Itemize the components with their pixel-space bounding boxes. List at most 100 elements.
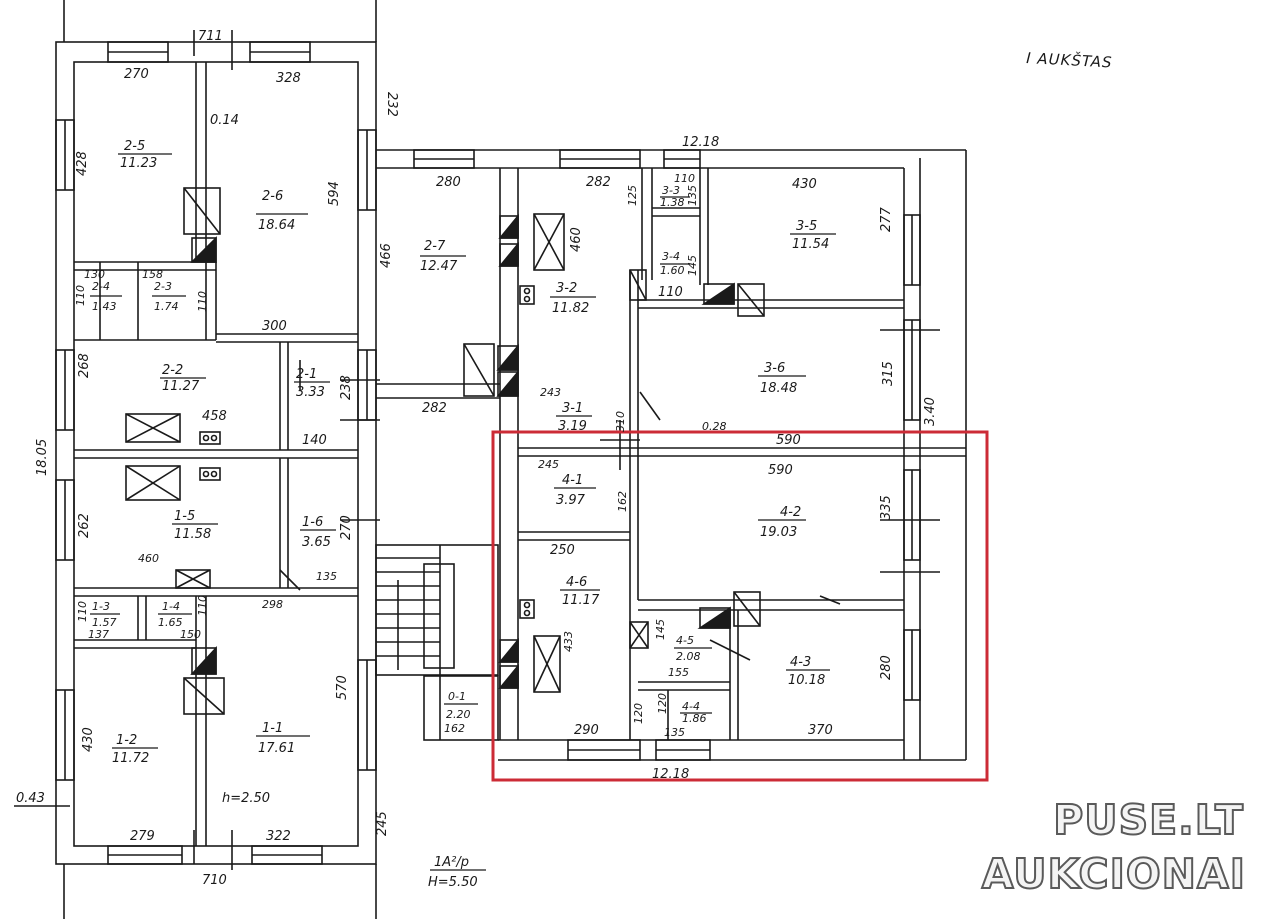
dimension: 711 [198, 29, 223, 44]
room-id: 1-6 [302, 515, 323, 530]
room-id: 1-4 [162, 600, 180, 613]
dimension: 18.05 [35, 439, 50, 476]
dimension-labels: 711 270 328 232 0.14 428 594 466 280 282… [16, 29, 938, 888]
dimension: 110 [658, 285, 683, 300]
stamp-line-1: 1A²/p [434, 855, 469, 870]
dimension: 430 [792, 177, 817, 192]
dimension: 280 [879, 655, 894, 680]
room-id: 4-1 [562, 473, 583, 488]
dimension: 135 [686, 185, 699, 206]
dimension: 145 [654, 619, 667, 640]
room-area: 11.27 [162, 379, 200, 394]
room-id: 2-7 [424, 239, 446, 254]
dimension: 162 [444, 722, 465, 735]
dimension: 430 [81, 727, 96, 752]
dimension: 135 [664, 726, 685, 739]
room-area: 10.18 [788, 673, 825, 688]
dimension: 268 [77, 353, 92, 378]
dimension: 290 [574, 723, 599, 738]
room-area: 3.97 [556, 493, 586, 508]
dimension: 238 [339, 375, 354, 400]
dimension: h=2.50 [222, 791, 270, 806]
dimension: 137 [88, 628, 109, 641]
room-id: 4-6 [566, 575, 587, 590]
room-id: 2-2 [162, 363, 183, 378]
stamp-line-2: H=5.50 [428, 875, 478, 890]
room-id: 0-1 [448, 690, 466, 703]
room-area: 1.65 [158, 616, 183, 629]
room-id: 3-5 [796, 219, 817, 234]
dimension: 428 [75, 151, 90, 176]
room-id: 3-2 [556, 281, 577, 296]
dimension: 135 [316, 570, 337, 583]
watermark-line-2: AUKCIONAI [981, 849, 1246, 899]
dimension: 0.28 [702, 420, 727, 433]
dimension: 277 [879, 206, 894, 232]
dimension: 130 [84, 268, 105, 281]
dimension: 282 [586, 175, 611, 190]
room-area: 11.58 [174, 527, 211, 542]
dimension: 145 [686, 255, 699, 276]
room-area: 1.60 [660, 264, 685, 277]
dimension: 315 [881, 361, 896, 386]
room-area: 2.08 [676, 650, 701, 663]
dimension: 270 [124, 67, 149, 82]
dimension: 125 [626, 185, 639, 206]
dimension: 270 [339, 515, 354, 540]
dimension: 262 [77, 513, 92, 538]
room-area: 3.65 [302, 535, 331, 550]
room-area: 18.48 [760, 381, 797, 396]
dimension: 328 [276, 71, 301, 86]
room-id: 4-2 [780, 505, 801, 520]
room-fraction-lines [90, 153, 836, 749]
room-id: 1-2 [116, 733, 137, 748]
wall-lines [14, 0, 967, 919]
highlight-frame [491, 430, 989, 782]
dimension: 140 [302, 433, 327, 448]
room-area: 1.74 [154, 300, 179, 313]
dimension: 120 [632, 703, 645, 724]
room-id: 4-5 [676, 634, 694, 647]
room-id: 3-6 [764, 361, 785, 376]
dimension: 282 [422, 401, 447, 416]
room-area: 17.61 [258, 741, 295, 756]
dimension: 12.18 [652, 767, 689, 782]
room-area: 11.23 [120, 156, 157, 171]
room-area: 1.38 [660, 196, 685, 209]
floor-title: I AUKŠTAS [1026, 48, 1113, 71]
dimension: 3.40 [923, 397, 938, 426]
dimension: 310 [614, 411, 627, 432]
dimension: 466 [379, 243, 394, 268]
dimension: 245 [375, 811, 390, 836]
dimension: 110 [74, 285, 87, 306]
room-id: 3-1 [562, 401, 583, 416]
dimension: 460 [569, 227, 584, 252]
dimension: 0.43 [16, 791, 45, 806]
dimension: 250 [550, 543, 575, 558]
room-area: 3.19 [558, 419, 587, 434]
room-area: 1.57 [92, 616, 117, 629]
room-area: 11.72 [112, 751, 149, 766]
dimension: 370 [808, 723, 833, 738]
dimension: 300 [262, 319, 287, 334]
room-id: 2-3 [154, 280, 172, 293]
room-id: 1-1 [262, 721, 283, 736]
room-id: 2-5 [124, 139, 145, 154]
room-area: 11.54 [792, 237, 829, 252]
dimension: 0.14 [210, 113, 239, 128]
dimension: 110 [196, 291, 209, 312]
room-id: 3-3 [662, 184, 680, 197]
dimension: 243 [540, 386, 561, 399]
dimension: 433 [562, 631, 575, 652]
room-id: 2-4 [92, 280, 110, 293]
dimension: 279 [130, 829, 155, 844]
dimension: 335 [879, 495, 894, 520]
dimension: 150 [180, 628, 201, 641]
room-id: 2-1 [296, 367, 317, 382]
dimension: 155 [668, 666, 689, 679]
dimension: 710 [202, 873, 227, 888]
room-id: 2-6 [262, 189, 283, 204]
room-area: 1.86 [682, 712, 707, 725]
watermark-line-1: PUSE.LT [1052, 795, 1244, 845]
